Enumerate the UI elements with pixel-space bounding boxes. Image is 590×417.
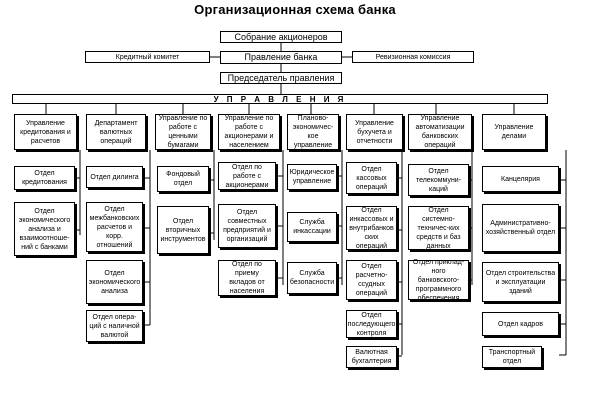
audit-commission-box: Ревизионная комиссия	[352, 51, 474, 63]
unit-shareholders: Отдел по работе с акционерами	[218, 162, 276, 190]
dept-shareholders-population: Управление по работе с акционерами и нас…	[218, 114, 280, 150]
shareholders-meeting-box: Собрание акционеров	[220, 31, 342, 43]
unit-dealing: Отдел дилинга	[86, 166, 143, 188]
board-box: Правление банка	[220, 51, 342, 64]
dept-automation: Управление автоматизации банковских опер…	[408, 114, 472, 150]
unit-cash-currency: Отдел опера-ций с наличной валютой	[86, 310, 143, 342]
unit-stock: Фондовый отдел	[157, 166, 209, 192]
page-title: Организационная схема банка	[194, 2, 396, 17]
unit-secondary-instruments: Отдел вторичных инструментов	[157, 206, 209, 254]
unit-economic-analysis: Отдел экономического анализа	[86, 260, 143, 304]
unit-currency-accounting: Валютная бухгалтерия	[346, 346, 397, 368]
unit-transport: Транспортный отдел	[482, 346, 542, 368]
unit-loan-operations: Отдел расчетно-ссудных операций	[346, 260, 397, 300]
unit-followup-control: Отдел последующего контроля	[346, 310, 397, 338]
dept-planning-economic: Планово-экономичес-кое управление	[287, 114, 339, 150]
dept-securities: Управление по работе с ценными бумагами	[155, 114, 211, 150]
unit-hr: Отдел кадров	[482, 312, 559, 336]
unit-telecommunications: Отдел телекоммуни-каций	[408, 164, 469, 196]
unit-admin-economic: Административно-хозяйственный отдел	[482, 204, 559, 252]
dept-credit-settlements: Управление кредитования и расчетов	[14, 114, 77, 150]
departments-header: У П Р А В Л Е Н И Я	[12, 94, 548, 104]
unit-applied-software: Отдел приклад-ного банковского-программн…	[408, 259, 469, 302]
unit-joint-ventures: Отдел совместных предприятий и организац…	[218, 204, 276, 248]
dept-currency-operations: Департамент валютных операций	[86, 114, 146, 150]
dept-accounting: Управление бухучета и отчетности	[346, 114, 403, 150]
unit-deposits: Отдел по приему вкладов от населения	[218, 260, 276, 296]
credit-committee-box: Кредитный комитет	[85, 51, 210, 63]
unit-economic-analysis-banks: Отдел экономического анализа и взаимоотн…	[14, 202, 75, 256]
unit-chancellery: Канцелярия	[482, 166, 559, 192]
unit-collection: Служба инкассации	[287, 212, 337, 242]
unit-construction-buildings: Отдел строительства и эксплуатации здани…	[482, 262, 559, 302]
unit-interbank-settlements: Отдел межбанковских расчетов и корр. отн…	[86, 202, 143, 252]
unit-legal: Юридическое управление	[287, 164, 337, 190]
unit-systems-databases: Отдел системно-техничес-ких средств и ба…	[408, 206, 469, 250]
unit-security: Служба безопасности	[287, 262, 337, 294]
dept-administration: Управление делами	[482, 114, 546, 150]
unit-cash-operations: Отдел кассовых операций	[346, 162, 397, 194]
unit-credit: Отдел кредитования	[14, 166, 75, 190]
chairman-box: Председатель правления	[220, 72, 342, 84]
unit-internal-operations: Отдел инкассовых и внутрибанков ских опе…	[346, 206, 397, 250]
